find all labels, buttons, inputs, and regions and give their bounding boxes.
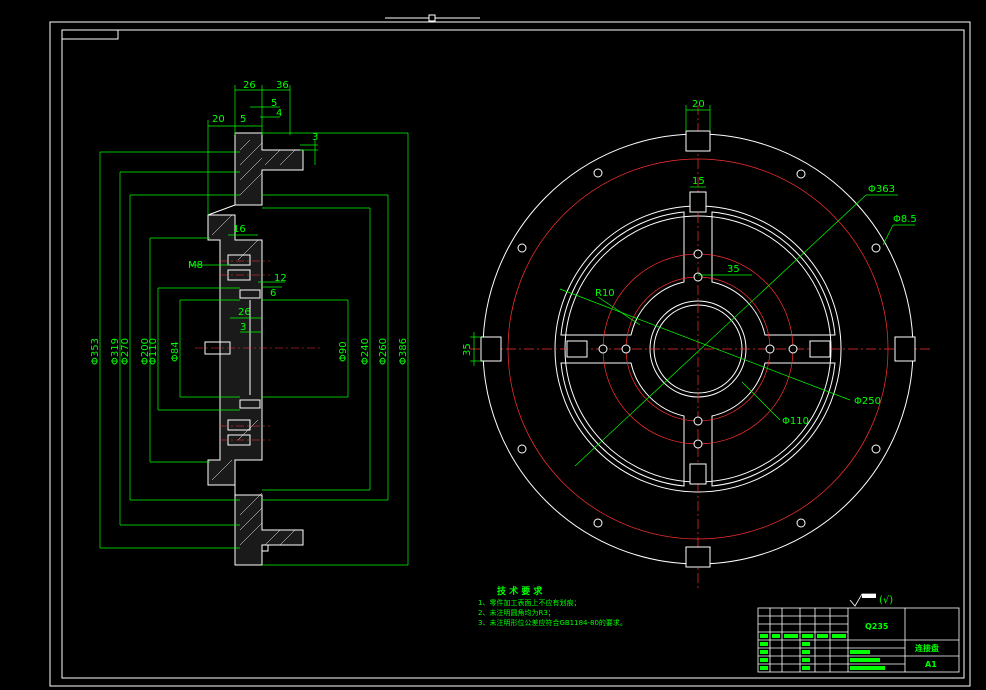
dim-front-15: 15 — [692, 176, 705, 187]
dim-phi90: Φ90 — [338, 341, 349, 362]
technical-notes: 技 术 要 求 1、零件加工表面上不应有划痕； 2、未注明圆角均为R3； 3、未… — [478, 585, 627, 627]
dimension-lines — [99, 85, 409, 566]
dim-phi240: Φ240 — [360, 338, 371, 365]
side-dim-texts: 26 36 5 4 20 5 3 16 M8 12 6 26 3 Φ353 Φ3… — [90, 80, 409, 365]
center-lines — [195, 260, 320, 441]
spoke-windows — [560, 211, 836, 487]
title-block-texts: Q235 连接盘 A1 — [865, 622, 939, 669]
title-block — [757, 607, 960, 673]
dim-20: 20 — [212, 114, 225, 125]
dim-front-phi8-5: Φ8.5 — [893, 214, 917, 225]
dim-12: 12 — [274, 273, 287, 284]
notes-line-3: 3、未注明形位公差应符合GB1184-80的要求。 — [478, 618, 627, 627]
dim-phi270: Φ270 — [120, 338, 131, 365]
dim-front-phi110: Φ110 — [782, 416, 809, 427]
dim-phi319: Φ319 — [110, 338, 121, 365]
side-section-view: 26 36 5 4 20 5 3 16 M8 12 6 26 3 Φ353 Φ3… — [90, 80, 409, 566]
dim-front-35b: 35 — [727, 264, 740, 275]
hatch-lines — [211, 139, 296, 546]
dim-front-20: 20 — [692, 99, 705, 110]
notes-title: 技 术 要 求 — [497, 585, 543, 597]
dim-6: 6 — [270, 288, 276, 299]
dim-front-35a: 35 — [462, 343, 473, 356]
keyways — [480, 130, 916, 568]
dim-front-phi250: Φ250 — [854, 396, 881, 407]
dim-phi386: Φ386 — [398, 338, 409, 365]
dim-phi84: Φ84 — [170, 341, 181, 362]
dim-16: 16 — [233, 224, 246, 235]
dim-phi110: Φ110 — [148, 338, 159, 365]
roughness-symbol: (√) — [849, 593, 893, 607]
roughness-note: (√) — [879, 595, 893, 606]
front-view: 20 15 Φ363 Φ8.5 35 R10 35 Φ250 Φ110 — [462, 99, 930, 590]
title-scale: A1 — [925, 660, 937, 669]
dim-3b: 3 — [240, 322, 246, 333]
dim-36: 36 — [276, 80, 289, 91]
dim-3a: 3 — [312, 132, 318, 143]
dim-phi353: Φ353 — [90, 338, 101, 365]
dim-front-phi363: Φ363 — [868, 184, 895, 195]
front-dim-texts: 20 15 Φ363 Φ8.5 35 R10 35 Φ250 Φ110 — [462, 99, 917, 427]
dim-4: 4 — [276, 108, 282, 119]
top-marker — [385, 14, 480, 22]
dim-26: 26 — [243, 80, 256, 91]
notes-line-2: 2、未注明圆角均为R3； — [478, 608, 555, 617]
dim-5b: 5 — [240, 114, 246, 125]
dim-phi260: Φ260 — [378, 338, 389, 365]
dim-m8: M8 — [188, 260, 203, 271]
title-material: Q235 — [865, 622, 889, 631]
dim-phi200: Φ200 — [140, 338, 151, 365]
title-block-fills — [760, 634, 885, 670]
section-hatch — [207, 132, 304, 566]
dim-front-r10: R10 — [595, 288, 615, 299]
bolt-holes — [517, 168, 881, 528]
dim-26b: 26 — [238, 307, 251, 318]
title-part-name: 连接盘 — [915, 643, 939, 653]
front-dim-lines — [470, 105, 915, 467]
sheet-border — [49, 21, 971, 687]
dim-5a: 5 — [271, 98, 277, 109]
notes-line-1: 1、零件加工表面上不应有划痕； — [478, 598, 580, 607]
